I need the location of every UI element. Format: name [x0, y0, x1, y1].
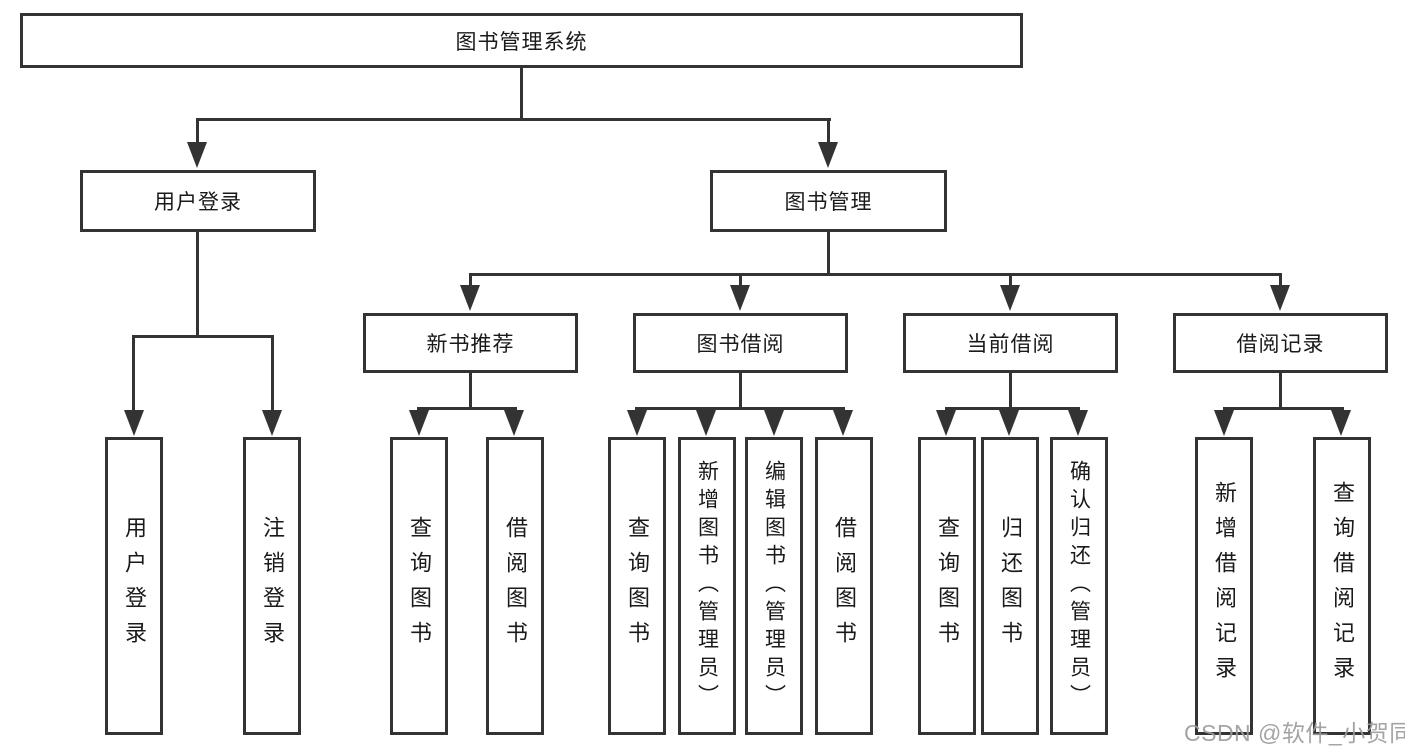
- csdn-watermark: CSDN @软件_小贺同学: [1184, 720, 1405, 746]
- connector-l3-stem: [1009, 273, 1012, 287]
- node-borrow-record: 借阅记录: [1173, 313, 1388, 373]
- leaf-borrow-books: 借阅图书: [815, 437, 873, 735]
- node-new-book-rec: 新书推荐: [363, 313, 578, 373]
- arrow-down-icon: [936, 410, 956, 436]
- connector-root-stem: [520, 68, 523, 120]
- connector-branch-stem: [739, 373, 742, 410]
- node-user-login: 用户登录: [80, 170, 316, 232]
- connector-branch-stem: [1279, 373, 1282, 410]
- arrow-down-icon: [262, 410, 282, 436]
- leaf-logout-label: 注销登录: [260, 516, 285, 656]
- arrow-down-icon: [187, 142, 207, 168]
- leaf-return-books: 归还图书: [981, 437, 1039, 735]
- connector-user-login-down: [196, 232, 199, 335]
- leaf-confirm-return-admin: 确认归还（管理员）: [1050, 437, 1108, 735]
- leaf-query-books-borrow-label: 查询图书: [625, 516, 650, 656]
- arrow-down-icon: [409, 410, 429, 436]
- leaf-query-books-rec: 查询图书: [390, 437, 448, 735]
- leaf-user-login-label: 用户登录: [122, 516, 147, 656]
- leaf-edit-books-admin-label: 编辑图书（管理员）: [762, 460, 786, 712]
- arrow-down-icon: [833, 410, 853, 436]
- connector-branch-rail: [417, 407, 517, 410]
- connector-leaf-stem: [271, 335, 274, 412]
- arrow-down-icon: [999, 410, 1019, 436]
- node-new-book-rec-label: 新书推荐: [426, 333, 515, 356]
- leaf-query-books-current-label: 查询图书: [935, 516, 960, 656]
- leaf-query-borrow-record-label: 查询借阅记录: [1330, 481, 1355, 691]
- leaf-borrow-books-rec-label: 借阅图书: [503, 516, 528, 656]
- node-borrow-record-label: 借阅记录: [1236, 333, 1325, 356]
- connector-branch-stem: [469, 373, 472, 410]
- node-book-borrow-label: 图书借阅: [696, 333, 785, 356]
- connector-branch-rail: [1223, 407, 1344, 410]
- leaf-confirm-return-admin-label: 确认归还（管理员）: [1067, 460, 1091, 712]
- connector-branch-rail: [635, 407, 845, 410]
- leaf-user-login: 用户登录: [105, 437, 163, 735]
- leaf-query-books-rec-label: 查询图书: [407, 516, 432, 656]
- leaf-query-borrow-record: 查询借阅记录: [1313, 437, 1371, 735]
- connector-leaf-stem: [132, 335, 135, 412]
- leaf-return-books-label: 归还图书: [998, 516, 1023, 656]
- node-root-label: 图书管理系统: [455, 30, 588, 54]
- arrow-down-icon: [1000, 285, 1020, 311]
- connector-l3-stem: [1279, 273, 1282, 287]
- node-book-mgmt-label: 图书管理: [784, 191, 873, 214]
- arrow-down-icon: [504, 410, 524, 436]
- leaf-add-books-admin-label: 新增图书（管理员）: [695, 460, 719, 712]
- connector-root-rail: [196, 118, 831, 121]
- node-root: 图书管理系统: [20, 13, 1023, 68]
- arrow-down-icon: [1270, 285, 1290, 311]
- arrow-down-icon: [1214, 410, 1234, 436]
- arrow-down-icon: [818, 142, 838, 168]
- leaf-query-books-borrow: 查询图书: [608, 437, 666, 735]
- node-book-borrow: 图书借阅: [633, 313, 848, 373]
- arrow-down-icon: [696, 410, 716, 436]
- leaf-edit-books-admin: 编辑图书（管理员）: [745, 437, 803, 735]
- leaf-borrow-books-rec: 借阅图书: [486, 437, 544, 735]
- node-user-login-label: 用户登录: [154, 191, 242, 214]
- connector-user-login-stem: [196, 118, 199, 146]
- arrow-down-icon: [1331, 410, 1351, 436]
- connector-user-login-rail: [132, 335, 274, 338]
- connector-book-mgmt-stem: [827, 118, 830, 146]
- connector-branch-rail: [945, 407, 1080, 410]
- arrow-down-icon: [124, 410, 144, 436]
- connector-book-mgmt-rail: [469, 273, 1282, 276]
- arrow-down-icon: [764, 410, 784, 436]
- leaf-logout: 注销登录: [243, 437, 301, 735]
- connector-book-mgmt-down: [827, 232, 830, 273]
- leaf-query-books-current: 查询图书: [918, 437, 976, 735]
- connector-l3-stem: [739, 273, 742, 287]
- arrow-down-icon: [730, 285, 750, 311]
- arrow-down-icon: [1068, 410, 1088, 436]
- arrow-down-icon: [460, 285, 480, 311]
- connector-l3-stem: [469, 273, 472, 287]
- node-current-borrow-label: 当前借阅: [966, 333, 1055, 356]
- node-book-mgmt: 图书管理: [710, 170, 947, 232]
- leaf-borrow-books-label: 借阅图书: [832, 516, 857, 656]
- node-current-borrow: 当前借阅: [903, 313, 1118, 373]
- leaf-add-books-admin: 新增图书（管理员）: [678, 437, 736, 735]
- arrow-down-icon: [627, 410, 647, 436]
- connector-branch-stem: [1009, 373, 1012, 410]
- leaf-add-borrow-record-label: 新增借阅记录: [1212, 481, 1237, 691]
- leaf-add-borrow-record: 新增借阅记录: [1195, 437, 1253, 735]
